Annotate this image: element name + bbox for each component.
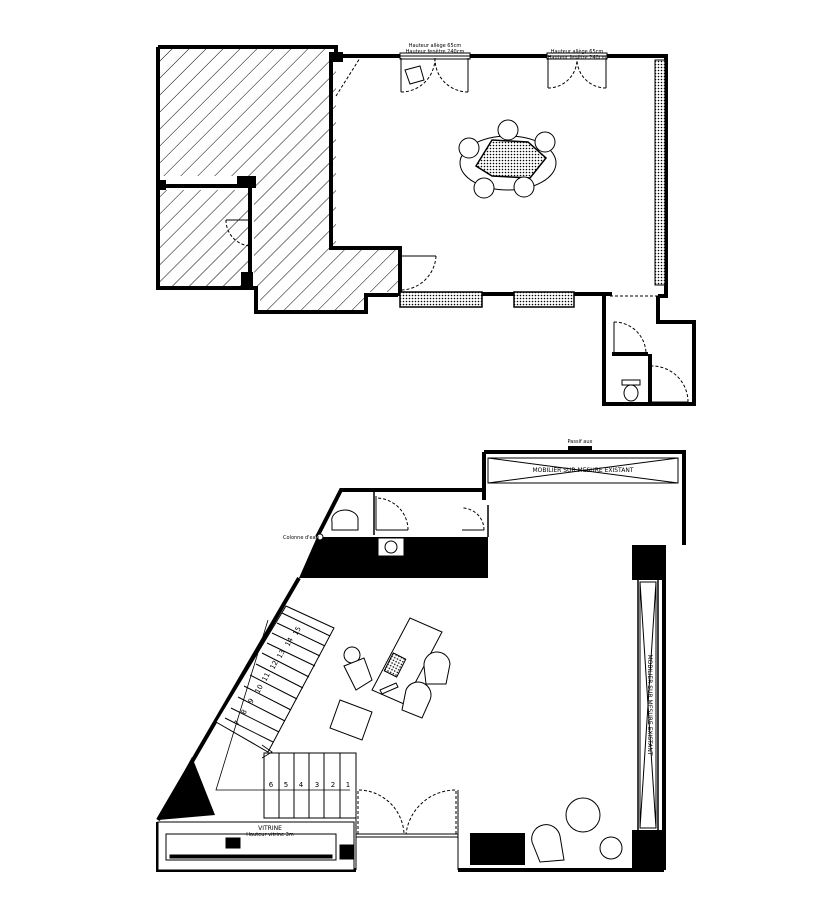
upper-wall-outer-left [156, 47, 398, 314]
upper-chair-window [404, 65, 425, 85]
upper-wc-walls [612, 352, 652, 404]
stair-step-7: 7 [233, 719, 242, 727]
stair-step-3: 3 [315, 781, 319, 789]
stair-step-12: 12 [269, 659, 280, 671]
ground-wall-diagonal [156, 576, 301, 822]
stair-step-2: 2 [331, 781, 335, 789]
staircase [215, 605, 357, 819]
furniture-top-label: MOBILIER SUR MESURE EXISTANT [532, 467, 633, 474]
window-2-sill-height: Hauteur allège 65cm [551, 48, 604, 55]
upper-radiator-right [513, 291, 575, 308]
stair-numbers: 1 2 3 4 5 6 7 8 9 10 11 12 13 14 15 [233, 625, 351, 789]
stair-step-10: 10 [254, 683, 265, 695]
upper-entry-door-swing [335, 57, 361, 97]
stair-step-13: 13 [276, 648, 287, 660]
upper-door-inner-room [225, 219, 251, 247]
water-column-label: Colonne d'eau [283, 535, 319, 541]
stair-step-5: 5 [284, 781, 288, 789]
furniture-right [639, 581, 657, 829]
vitrine-height: Hauteur vitrine 3m [246, 832, 294, 838]
upper-wall-corner-1 [237, 176, 255, 188]
roof-label: Passif aux [568, 439, 593, 445]
right-pillar-bottom [632, 830, 666, 870]
window-1-sill-height: Hauteur allège 65cm [409, 42, 462, 49]
office-desk-set [329, 617, 451, 741]
furniture-right-label: MOBILIER SUR MESURE EXISTANT [646, 654, 653, 755]
hatched-small-room [160, 190, 250, 286]
stair-step-11: 11 [261, 671, 272, 683]
lounge-set [531, 797, 623, 863]
stair-step-4: 4 [299, 781, 304, 789]
upper-wall-corner-2 [158, 180, 166, 190]
hatched-zone [158, 47, 400, 311]
water-column [316, 533, 324, 541]
furniture-top [487, 457, 679, 484]
vitrine [157, 821, 355, 871]
stair-step-1: 1 [346, 781, 350, 789]
upper-wall-corner-3 [241, 272, 253, 288]
stair-step-6: 6 [269, 781, 274, 789]
stair-step-9: 9 [247, 697, 256, 705]
ground-floor-plan: Passif aux MOBILIER SUR MESURE EXISTANT … [156, 439, 686, 872]
ground-wall-wc-block [315, 488, 486, 538]
window-1-window-height: Hauteur fenêtre 240cm [406, 48, 465, 55]
upper-floor-plan: Hauteur allège 65cm Hauteur fenêtre 240c… [156, 42, 696, 406]
right-pillar-top [632, 545, 662, 580]
upper-wc-doors [610, 295, 689, 403]
upper-toilet [621, 379, 641, 402]
upper-wall-corner-4 [331, 52, 343, 62]
meeting-table-set [458, 119, 557, 199]
diagonal-wall-fill [158, 757, 215, 820]
vitrine-label: VITRINE [258, 825, 282, 832]
stair-step-15: 15 [292, 625, 303, 637]
wc-bottom-wall [299, 537, 488, 578]
upper-wall-texture-right [654, 59, 666, 286]
roof-marker [568, 446, 592, 450]
entrance-door [355, 789, 459, 870]
stair-step-14: 14 [284, 636, 296, 648]
upper-door-left [399, 255, 437, 291]
bottom-cabinet [470, 833, 525, 865]
meeting-table [474, 139, 548, 179]
window-2-window-height: Hauteur fenêtre 240cm [548, 54, 607, 61]
stair-step-8: 8 [240, 708, 249, 716]
upper-radiator-left [399, 291, 483, 308]
ground-wc-fixtures [331, 496, 485, 557]
